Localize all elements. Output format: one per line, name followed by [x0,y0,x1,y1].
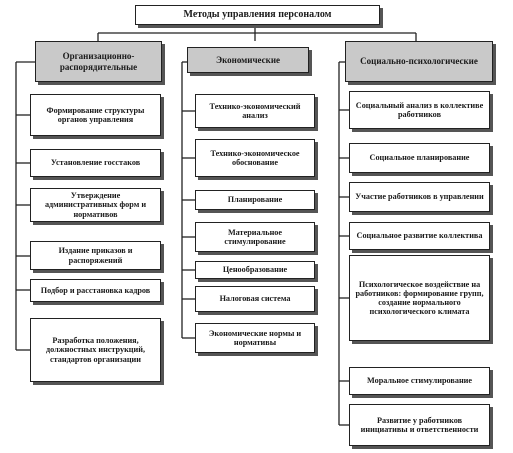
social-item: Социальное планирование [349,143,490,173]
org-item: Издание приказов и распоряжений [30,241,161,270]
econ-item: Налоговая система [195,286,315,312]
social-item: Моральное стимулирование [349,367,490,395]
diagram-title-box: Методы управления персоналом [135,5,380,25]
econ-item: Ценообразование [195,261,315,279]
org-item: Установление госстаков [30,149,161,177]
org-item: Формирование структуры органов управлени… [30,94,161,136]
column-header-social-psychological: Социально-психологические [345,41,493,82]
econ-item: Планирование [195,190,315,210]
social-item: Развитие у работников инициативы и ответ… [349,404,490,446]
econ-item: Технико-экономический анализ [195,94,315,128]
social-item: Социальное развитие коллектива [349,222,490,250]
econ-item: Технико-экономическое обоснование [195,139,315,177]
econ-item: Материальное стимулирование [195,222,315,252]
org-item: Подбор и расстановка кадров [30,279,161,302]
org-item: Разработка положения, должностных инстру… [30,318,161,382]
org-item: Утверждение административных форм и норм… [30,188,161,222]
econ-item: Экономические нормы и нормативы [195,323,315,353]
social-item: Социальный анализ в коллективе работнико… [349,91,490,129]
social-item: Участие работников в управлении [349,182,490,212]
column-header-organizational: Организационно-распорядительные [35,41,162,82]
social-item: Психологическое воздействие на работнико… [349,255,490,341]
column-header-economic: Экономические [187,47,309,73]
